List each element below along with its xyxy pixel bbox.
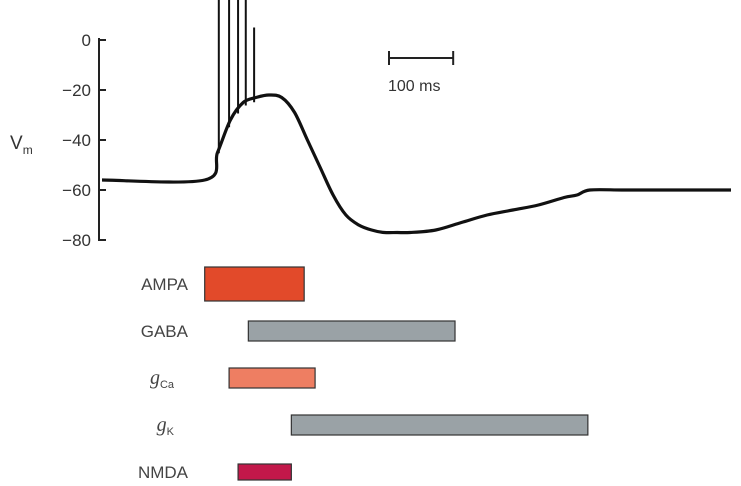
scale-bar-label: 100 ms	[388, 78, 440, 95]
y-axis-title-subscript: m	[23, 143, 33, 157]
y-tick-label: 0	[82, 31, 91, 50]
y-tick-label: −60	[62, 181, 91, 200]
y-tick-label: −20	[62, 81, 91, 100]
bar-gk	[290, 414, 589, 436]
y-tick-label: −40	[62, 131, 91, 150]
conductance-bars: AMPA GABA gCa gK NMDA	[138, 266, 589, 482]
voltage-trace	[101, 0, 731, 235]
scale-bar: 100 ms	[388, 51, 455, 95]
bar-label-ampa: AMPA	[141, 275, 189, 294]
y-axis-title: Vm	[10, 133, 33, 157]
bar-nmda	[237, 463, 292, 481]
bar-gaba	[247, 320, 456, 342]
bar-label-gaba: GABA	[141, 322, 189, 341]
bar-ampa	[204, 266, 305, 302]
y-axis: 0 −20 −40 −60 −80	[62, 31, 106, 250]
bar-label-subscript: Ca	[160, 379, 175, 391]
bar-label-subscript: K	[167, 426, 175, 438]
y-tick-label: −80	[62, 231, 91, 250]
bar-gca	[228, 367, 316, 389]
bar-label-nmda: NMDA	[138, 463, 189, 482]
bar-label-gca: gCa	[150, 367, 175, 391]
voltage-trace-line	[101, 93, 731, 235]
bar-label-gk: gK	[157, 414, 175, 438]
